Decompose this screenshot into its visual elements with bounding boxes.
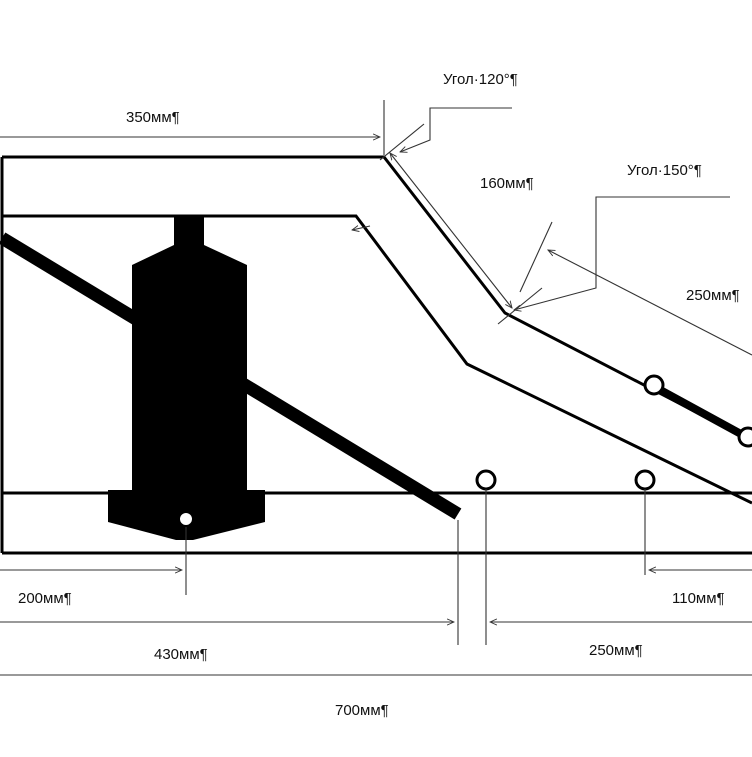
chute-guide-bar (651, 382, 752, 444)
label-700: 700мм¶ (335, 702, 389, 719)
dim-160-ext-top (379, 123, 425, 161)
jack-body (132, 245, 247, 490)
label-250-lower: 250мм¶ (589, 642, 643, 659)
jack-pivot-pin (178, 511, 194, 527)
rollers (475, 374, 752, 491)
roller-base-right (634, 469, 656, 491)
angle-120-leader (400, 107, 512, 152)
label-angle-120: Угол·120°¶ (443, 71, 518, 88)
dimension-lines (0, 100, 752, 676)
dim-250-upper-ext (519, 221, 553, 293)
roller-chute-top (643, 374, 665, 396)
roller-chute-end (737, 426, 752, 448)
angle-150-leader (514, 196, 730, 310)
label-430: 430мм¶ (154, 646, 208, 663)
inner-beam-pointer (352, 226, 371, 230)
label-200: 200мм¶ (18, 590, 72, 607)
label-110: 110мм¶ (672, 590, 725, 607)
dim-250-upper-line (548, 250, 752, 356)
jack-piston (174, 217, 204, 245)
hydraulic-jack (108, 217, 265, 540)
roller-base-left (475, 469, 497, 491)
dimension-labels: Угол·120°¶ 350мм¶ 160мм¶ Угол·150°¶ 250м… (18, 71, 740, 719)
label-350: 350мм¶ (126, 109, 180, 126)
dim-160-ext-bottom (497, 287, 543, 325)
label-angle-150: Угол·150°¶ (627, 162, 702, 179)
dim-160-line (390, 153, 512, 308)
label-250-upper: 250мм¶ (686, 287, 740, 304)
label-160: 160мм¶ (480, 175, 534, 192)
